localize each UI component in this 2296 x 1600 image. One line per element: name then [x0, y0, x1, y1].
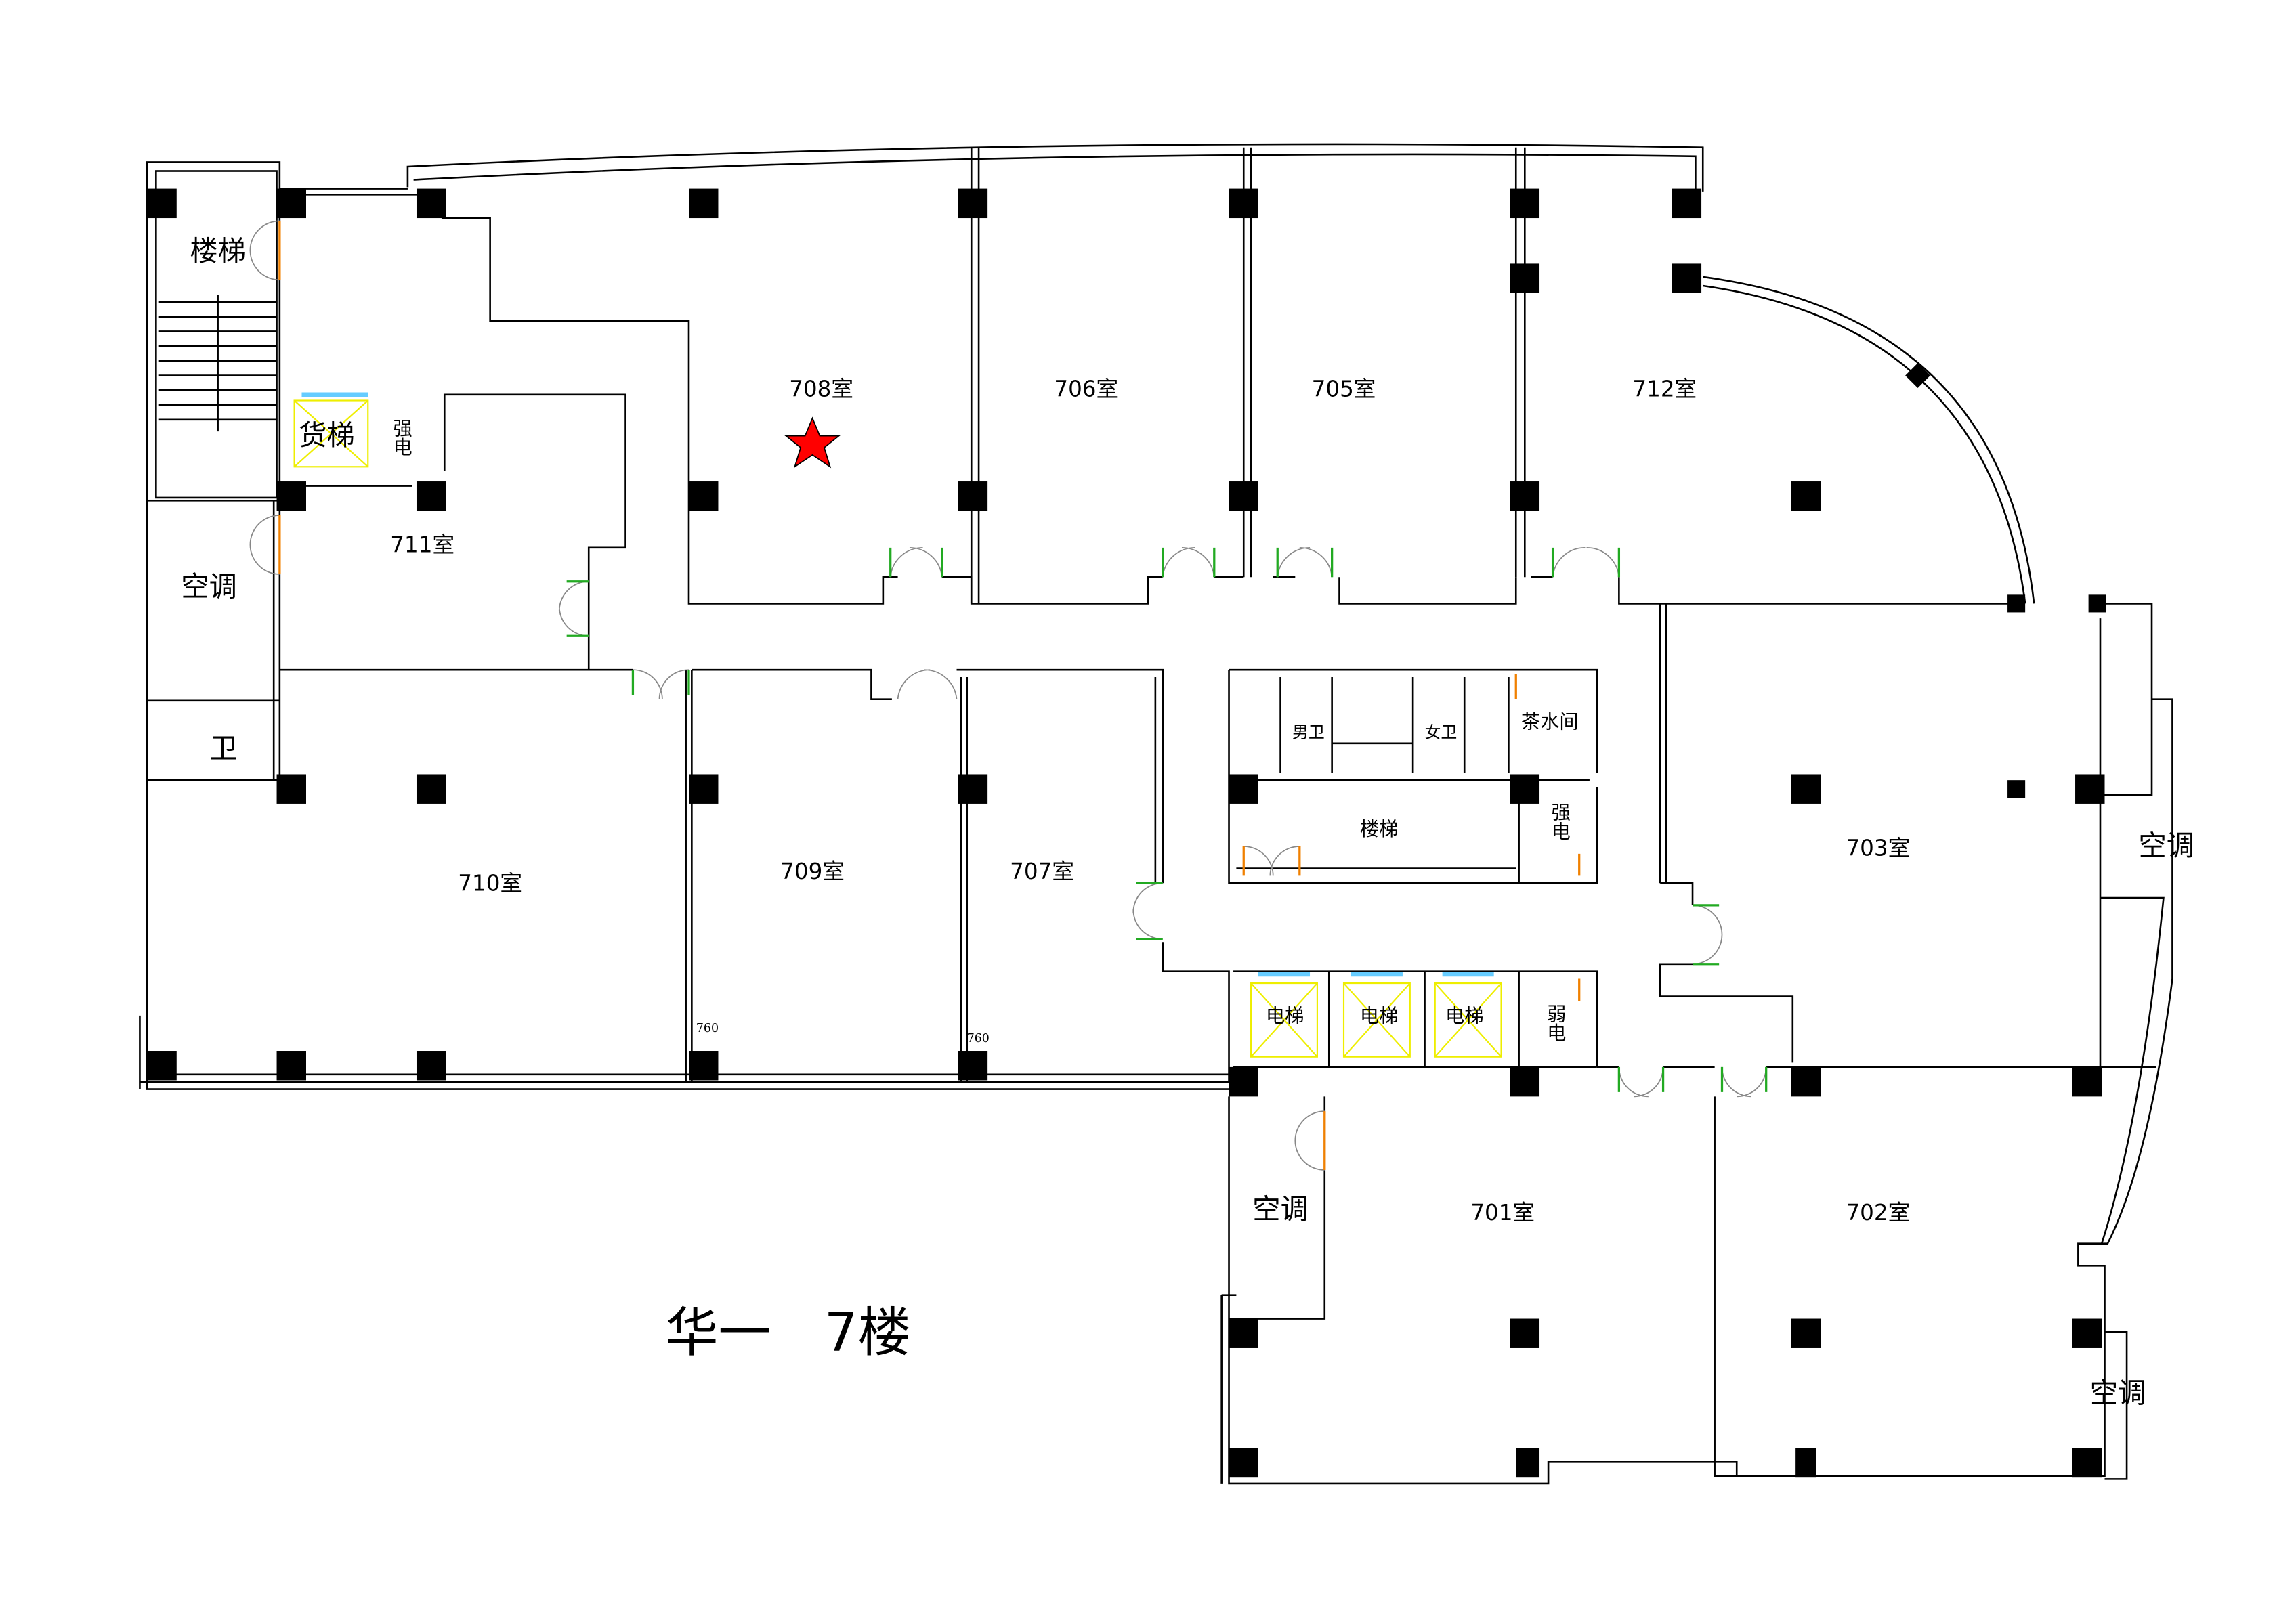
weak-power-room-label: 弱电 [1544, 1003, 1567, 1042]
room-701-label: 701室 [1470, 1200, 1535, 1226]
room-711-label: 711室 [390, 532, 454, 558]
mens-washroom-label: 男卫 [1292, 723, 1325, 742]
doors [249, 220, 1768, 1171]
structural-columns [147, 188, 2106, 1478]
floor-title: 华一 7楼 [665, 1302, 911, 1364]
lift-2-label: 电梯 [1360, 1005, 1398, 1027]
stair-label: 楼梯 [190, 235, 246, 267]
freight-lift-label: 货梯 [299, 419, 355, 452]
ac-south-label: 空调 [1252, 1193, 1309, 1226]
room-703-label: 703室 [1846, 835, 1910, 861]
dimension-label: 760 [696, 1022, 719, 1035]
dimension-label: 760 [967, 1032, 990, 1045]
ac-east-label: 空调 [2138, 829, 2194, 862]
room-707-label: 707室 [1010, 859, 1074, 884]
core-stair-label: 楼梯 [1360, 818, 1398, 840]
room-706-label: 706室 [1054, 376, 1118, 402]
core-power-room-label: 强电 [1548, 802, 1571, 841]
lift-shafts [293, 392, 1502, 1058]
washroom-label: 卫 [210, 733, 238, 765]
walls [139, 143, 2173, 1485]
lift-1-label: 电梯 [1266, 1005, 1304, 1027]
power-room-label: 强电 [390, 418, 412, 457]
room-702-label: 702室 [1846, 1200, 1910, 1226]
room-705-label: 705室 [1312, 376, 1376, 402]
ac-label: 空调 [181, 571, 237, 603]
room-709-label: 709室 [780, 859, 845, 884]
lift-3-label: 电梯 [1445, 1005, 1484, 1027]
ac-southeast-label: 空调 [2090, 1377, 2146, 1410]
red-star-icon [784, 416, 841, 469]
room-708-label: 708室 [789, 376, 853, 402]
tea-room-label: 茶水间 [1521, 710, 1579, 733]
room-710-label: 710室 [458, 870, 522, 896]
womens-washroom-label: 女卫 [1425, 723, 1458, 742]
room-712-label: 712室 [1632, 376, 1697, 402]
